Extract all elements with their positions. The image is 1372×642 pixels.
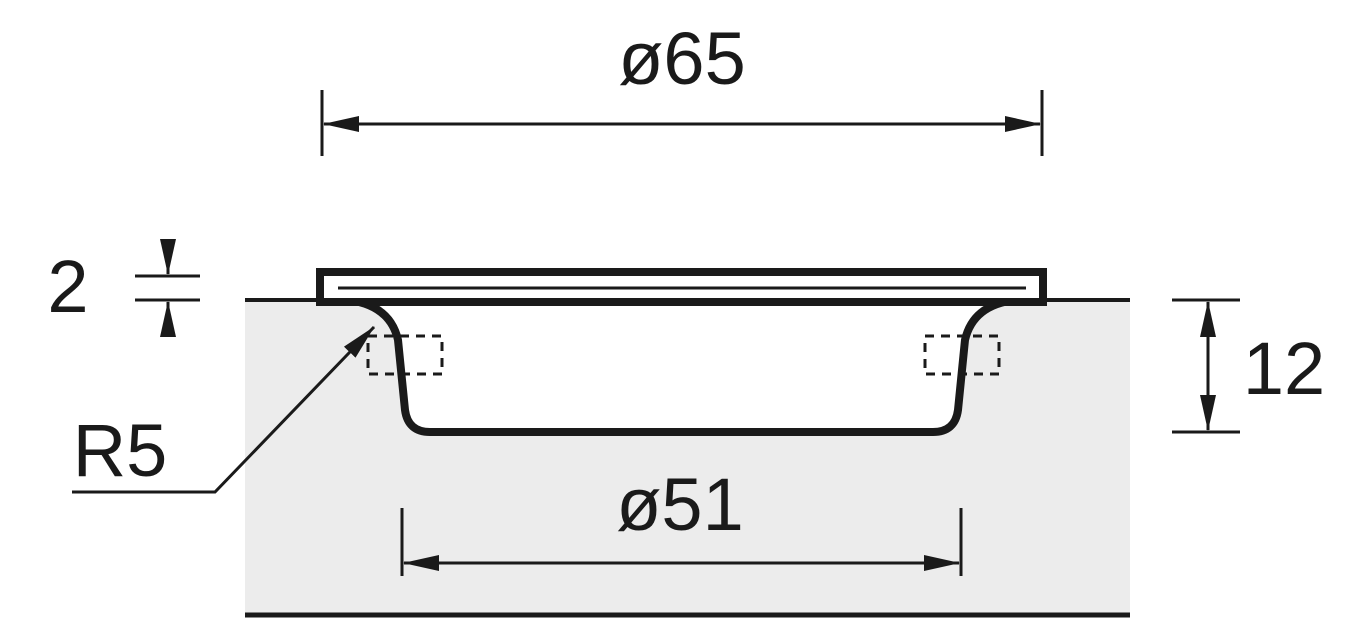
inner-diameter-label: ø51 [616, 463, 744, 546]
radius-label: R5 [73, 409, 168, 492]
radius-leader [72, 325, 376, 494]
clip-hidden-right [923, 334, 1001, 376]
outer-diameter-label: ø65 [618, 17, 746, 100]
grommet-cup [344, 296, 1019, 436]
depth-label: 12 [1243, 327, 1325, 410]
clip-hidden-left [366, 334, 444, 376]
thickness-label: 2 [47, 245, 88, 328]
